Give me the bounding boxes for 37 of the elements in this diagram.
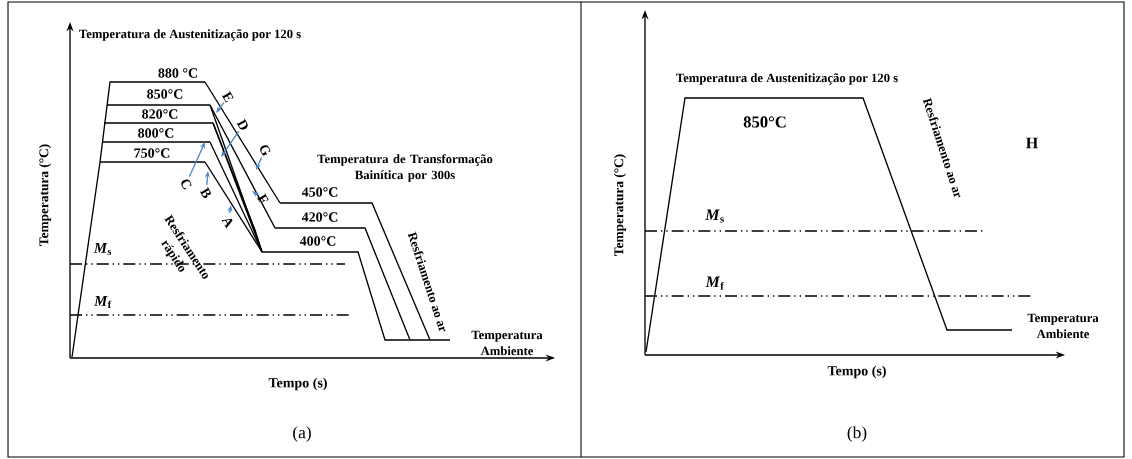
chart-text: 750°C	[134, 148, 170, 158]
curve-letter: G	[260, 145, 271, 156]
leader-arrow	[256, 156, 263, 170]
chart-text: 450°C	[301, 187, 338, 197]
panel-label: (b)	[847, 426, 867, 442]
curve-letter: E	[221, 90, 234, 103]
axis-label: Tempo (s)	[268, 377, 327, 391]
chart-text: 400°C	[299, 236, 336, 246]
curve-letter: B	[199, 186, 211, 198]
axis-label: Temperatura (°C)	[613, 154, 627, 256]
chart-text: M$_{f}$	[94, 296, 112, 308]
curve-letter: C	[181, 179, 192, 190]
curve-letter: A	[221, 218, 233, 229]
curve-letter: D	[236, 118, 248, 130]
leader-arrow	[216, 102, 225, 113]
chart-text: Temperatura de Transformação Bainítica por 300s	[317, 154, 493, 182]
chart-text: M$_{s}$	[93, 243, 112, 255]
chart-text: 800°C	[138, 128, 174, 138]
chart-text: M$_{s}$	[705, 209, 724, 223]
chart-text: 850°C	[147, 89, 183, 99]
chart-text: 820°C	[142, 109, 178, 119]
chart-text: Temperatura de Austenitização por 120 s	[79, 29, 301, 41]
axis-label: Tempo (s)	[827, 365, 886, 379]
leader-arrow	[252, 191, 259, 198]
curve-letter: F	[257, 193, 269, 202]
leader-arrow	[188, 142, 205, 178]
chart-text: 880 °C	[158, 68, 198, 78]
chart-text: M$_{f}$	[705, 276, 724, 290]
chart-text: Temperatura Ambiente	[471, 330, 543, 356]
chart-text: H	[1026, 137, 1038, 149]
chart-text: 420°C	[301, 212, 338, 222]
leader-arrow	[221, 130, 240, 157]
chart-text: Temperatura Ambiente	[1027, 313, 1099, 339]
axis-label: Temperatura (°C)	[38, 144, 52, 246]
chart-text: 850°C	[743, 116, 786, 128]
chart-text: Temperatura de Austenitização por 120 s	[676, 73, 898, 85]
panel-label: (a)	[293, 426, 311, 442]
